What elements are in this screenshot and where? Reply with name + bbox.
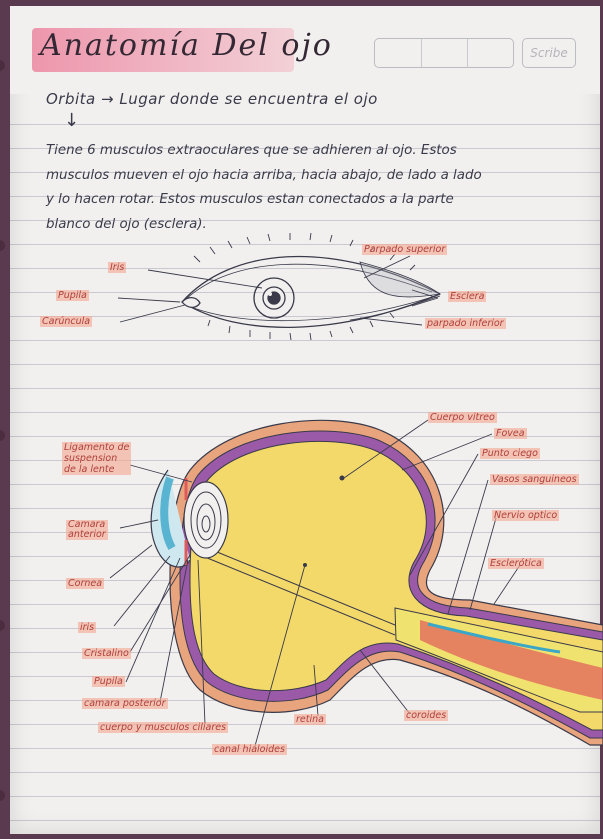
label-iris-external: Iris [108,262,126,273]
label-nervio-optico: Nervio optico [492,510,559,521]
label-parpado-superior: Parpado superior [362,244,447,255]
label-camara-posterior: camara posterior [82,698,168,709]
label-parpado-inferior: parpado inferior [425,318,506,329]
label-caruncula: Carúncula [40,316,92,327]
label-fovea: Fovea [494,428,527,439]
label-ligamento: Ligamento de suspension de la lente [62,442,131,475]
label-retina: retina [294,714,326,725]
label-ligamento-line: Ligamento de [62,442,131,453]
label-cuerpo-vitreo: Cuerpo vitreo [428,412,497,423]
label-iris-section: iris [78,622,96,633]
eye-cross-section [151,420,603,745]
label-cuerpo-musculos-ciliares: cuerpo y musculos ciliares [98,722,228,733]
label-canal-hialoideo: canal hialoides [212,744,287,755]
label-ligamento-line: de la lente [62,464,131,475]
label-camara-line: anterior [66,530,108,540]
label-coroides: coroides [404,710,448,721]
label-esclera: Esclera [448,291,486,302]
label-cornea: Cornea [66,578,104,589]
label-camara-anterior: Camara anterior [66,520,108,540]
label-vasos-sanguineos: Vasos sanguineos [490,474,579,485]
label-esclerotica: Esclerótica [488,558,544,569]
label-punto-ciego: Punto ciego [480,448,540,459]
label-pupila-section: Pupila [92,676,125,687]
label-pupila-external: Pupila [56,290,89,301]
label-cristalino: Cristalino [82,648,131,659]
label-ligamento-line: suspension [62,453,131,464]
